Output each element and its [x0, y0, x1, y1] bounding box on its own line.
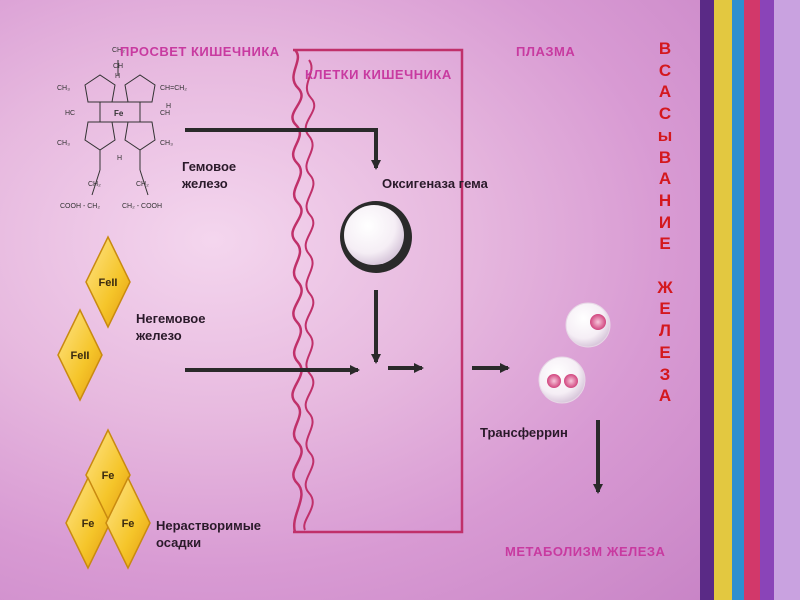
- transferrin-label: Трансферрин: [480, 425, 568, 440]
- arrows: [185, 128, 603, 494]
- title-letter: А: [658, 169, 672, 189]
- heme-formula-text: CH₂ CH H CH₃ CH=CH₂ HC CH H CH₃ CH₃ H CH…: [57, 47, 187, 210]
- formula-right-bot: CH₃: [160, 140, 173, 147]
- decorative-border: [700, 0, 800, 600]
- heme-iron-line2: железо: [182, 176, 228, 191]
- fe2-label: FeII: [71, 350, 90, 362]
- insoluble-line2: осадки: [156, 535, 202, 550]
- fe2-diamonds: FeII FeII: [57, 235, 131, 402]
- transferrin-body: [565, 302, 611, 348]
- deco-stripe: [700, 0, 714, 600]
- bond-line: [139, 169, 149, 196]
- transferrin-molecule: [565, 302, 611, 348]
- heme-fe-label: Fe: [114, 109, 124, 118]
- title-letter: Ж: [657, 277, 673, 297]
- title-letter: Е: [659, 299, 671, 319]
- formula-h-right: H: [166, 103, 171, 110]
- diamond-shape: [105, 476, 151, 570]
- fe-label: Fe: [122, 518, 135, 530]
- transferrin-molecules: [538, 302, 611, 404]
- title-letter: И: [658, 212, 672, 232]
- fe-diamond: Fe: [65, 476, 111, 570]
- title-letter: А: [658, 82, 672, 102]
- pyrrole-ring: [84, 121, 116, 151]
- transferrin-molecule: [538, 356, 586, 404]
- bond-line: [91, 169, 101, 196]
- formula-ch-top: CH: [113, 63, 123, 70]
- cell-boundary: [291, 48, 464, 534]
- formula-left-top: CH₃: [57, 85, 70, 92]
- pyrrole-ring: [124, 121, 156, 151]
- title-letter: А: [658, 386, 672, 406]
- zone-lumen-label: ПРОСВЕТ КИШЕЧНИКА: [120, 44, 280, 59]
- title-letter: Н: [658, 190, 672, 210]
- pyrrole-ring: [124, 74, 156, 103]
- heme-molecule: [84, 60, 156, 196]
- formula-ch2-bot-left: CH₂: [88, 181, 101, 188]
- insoluble-label: Нерастворимые осадки: [156, 517, 261, 551]
- formula-right-mid: CH: [160, 110, 170, 117]
- fe-diamonds: Fe Fe Fe: [65, 428, 151, 570]
- heme-iron-label: Гемовое железо: [182, 158, 236, 192]
- title-letter: Е: [659, 234, 671, 254]
- zone-cells-label: КЛЕТКИ КИШЕЧНИКА: [305, 67, 452, 82]
- fe-label: Fe: [102, 470, 115, 482]
- formula-bot-right: CH₂ - COOH: [122, 203, 162, 210]
- title-letter: С: [658, 60, 672, 80]
- heme-iron-line1: Гемовое: [182, 159, 237, 174]
- formula-ch2-bot-right: CH₂: [136, 181, 149, 188]
- enzyme-inner: [344, 205, 404, 265]
- title-letter: С: [658, 104, 672, 124]
- deco-stripe: [714, 0, 732, 600]
- heme-arrow: [185, 128, 381, 170]
- nonheme-iron-line1: Негемовое: [136, 311, 206, 326]
- insoluble-line1: Нерастворимые: [156, 518, 262, 533]
- fe2-diamond: FeII: [57, 308, 103, 402]
- deco-stripe: [744, 0, 760, 600]
- diamond-shape: [57, 308, 103, 402]
- membrane-wave-inner: [303, 59, 316, 531]
- title-letter: Е: [659, 342, 671, 362]
- diamond-shape: [65, 476, 111, 570]
- pyrrole-ring: [84, 74, 116, 103]
- deco-stripe: [774, 0, 800, 600]
- deco-stripe: [732, 0, 744, 600]
- title-letter: В: [658, 147, 672, 167]
- iron-binding-site: [590, 314, 606, 330]
- fe2-diamond: FeII: [85, 235, 131, 329]
- zone-metabolism-label: МЕТАБОЛИЗМ ЖЕЛЕЗА: [505, 544, 666, 559]
- transferrin-body: [538, 356, 586, 404]
- deco-stripe: [760, 0, 774, 600]
- iron-binding-site: [564, 374, 578, 388]
- iron-binding-site: [547, 374, 561, 388]
- cell-frame: [293, 48, 464, 534]
- title-letter: З: [659, 364, 671, 384]
- membrane-wave-outer: [291, 49, 303, 533]
- oxygenase-label: Оксигеназа гема: [382, 176, 488, 191]
- formula-right-top: CH=CH₂: [160, 85, 187, 92]
- formula-ch2-top: CH₂: [112, 47, 125, 54]
- fe2-label: FeII: [99, 277, 118, 289]
- heme-oxygenase-enzyme: [340, 201, 412, 273]
- nonheme-iron-label: Негемовое железо: [136, 310, 205, 344]
- title-letter: В: [658, 39, 672, 58]
- formula-h-bot: H: [117, 155, 122, 162]
- fe-label: Fe: [82, 518, 95, 530]
- formula-bot-left: COOH - CH₂: [60, 203, 100, 210]
- fe-diamond: Fe: [105, 476, 151, 570]
- formula-left-bot: CH₃: [57, 140, 70, 147]
- nonheme-iron-line2: железо: [136, 328, 182, 343]
- vertical-title: В С А С ы В А Н И Е Ж Е Л Е З А: [645, 38, 685, 407]
- title-letter: ы: [657, 125, 673, 145]
- diamond-shape: [85, 235, 131, 329]
- formula-left-mid: HC: [65, 110, 75, 117]
- title-letter: Л: [659, 321, 671, 341]
- zone-plasma-label: ПЛАЗМА: [516, 44, 576, 59]
- formula-h-top: H: [115, 73, 120, 80]
